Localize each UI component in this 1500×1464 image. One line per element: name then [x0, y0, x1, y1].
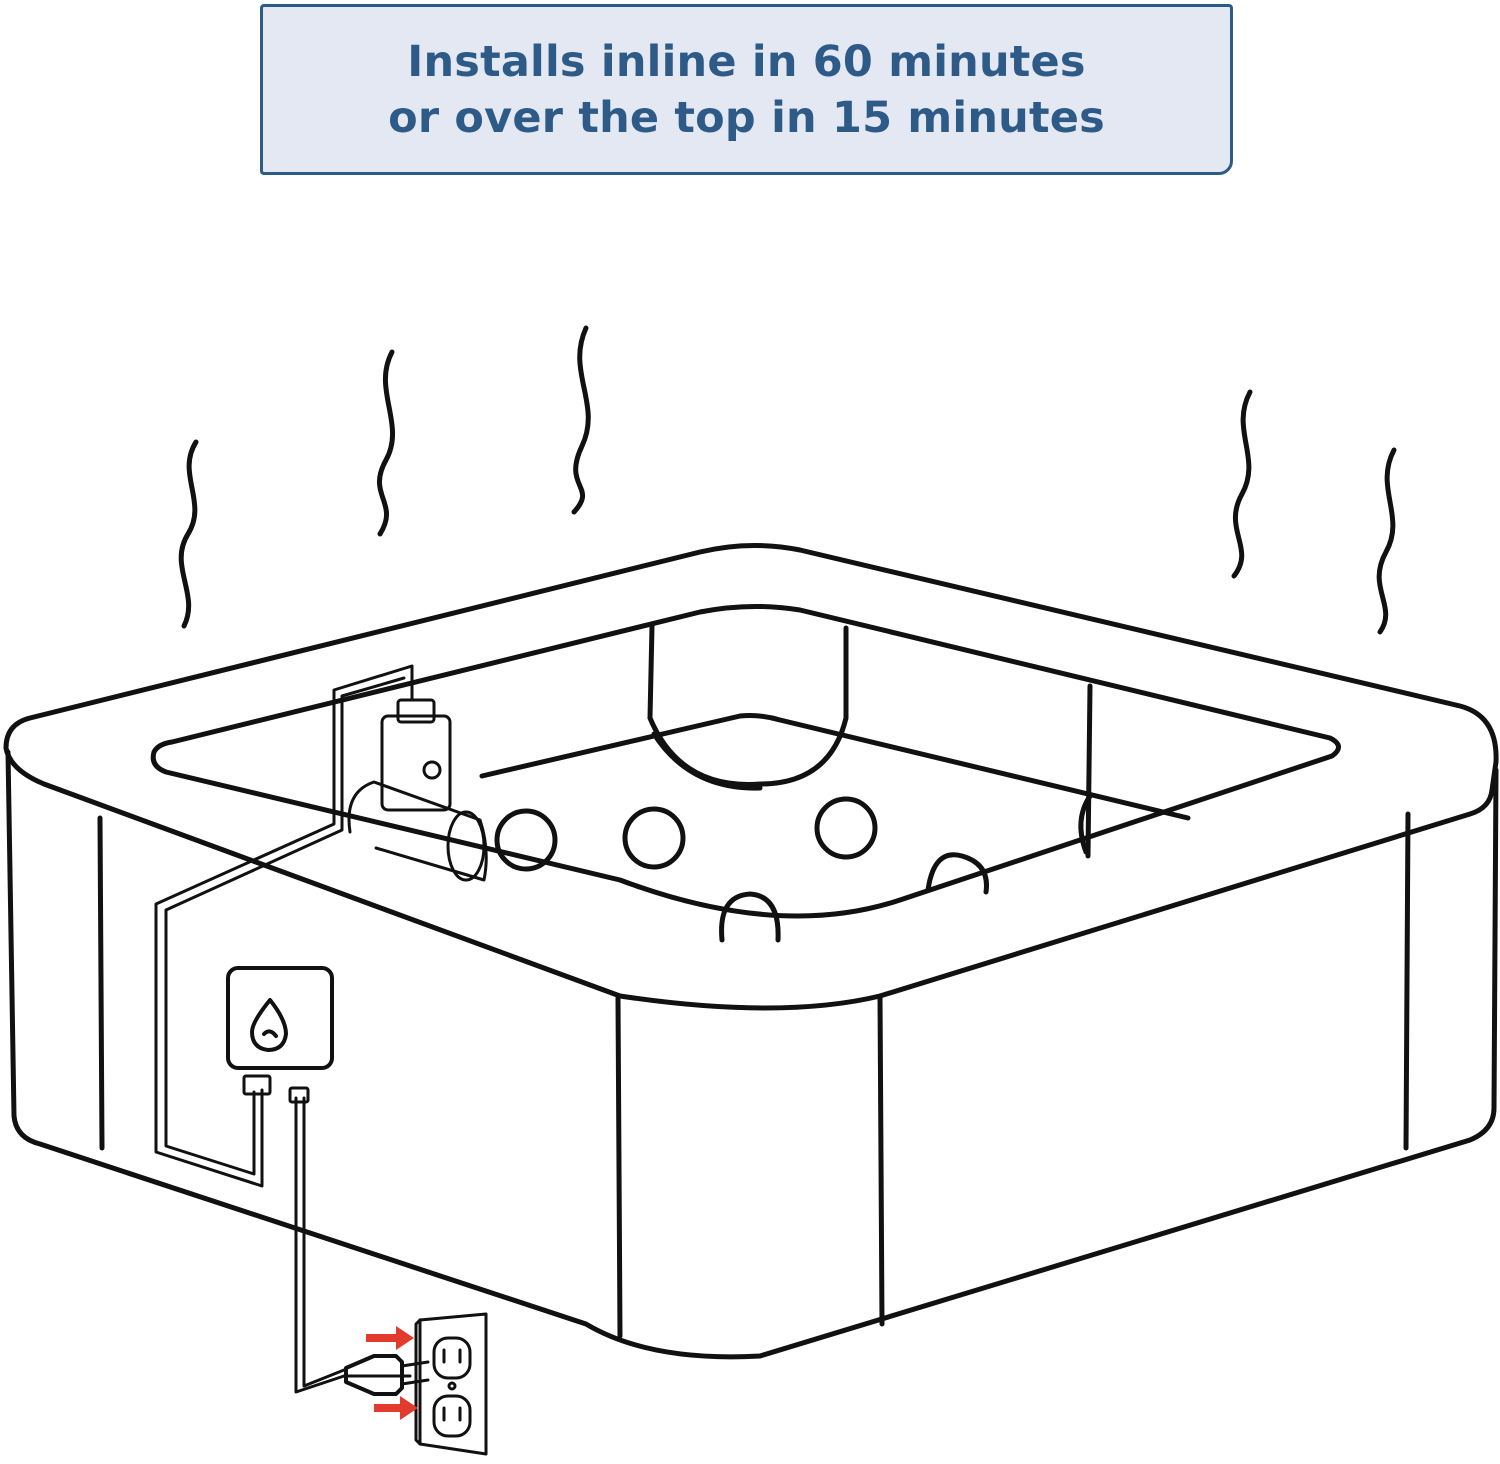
jet-5	[719, 891, 781, 943]
wall-seam-3	[877, 993, 885, 1327]
cables	[154, 664, 414, 1394]
corner-curve	[1078, 793, 1093, 855]
headline-banner: Installs inline in 60 minutes or over th…	[260, 4, 1233, 175]
steam-wave-3	[571, 325, 591, 515]
seat-front	[651, 731, 763, 791]
inner-rim	[150, 603, 1341, 919]
controller-port-left	[242, 1074, 272, 1096]
controller-port-right	[288, 1086, 310, 1104]
steam-wave-5	[1376, 447, 1397, 635]
headline-line-2: or over the top in 15 minutes	[388, 92, 1105, 143]
sensor-unit	[347, 674, 488, 882]
plug-arrows	[366, 1326, 418, 1420]
wall-outlet	[344, 1312, 488, 1456]
sensor-cable-inner	[164, 676, 406, 1176]
controller-box	[226, 966, 334, 1070]
outlet-top	[432, 1336, 472, 1380]
tub-interior	[150, 603, 1341, 943]
sensor-cap	[396, 698, 436, 724]
steam-lines	[178, 325, 1397, 635]
controller	[226, 966, 334, 1104]
arrow-right-icon	[374, 1396, 418, 1420]
outlet-bottom	[432, 1394, 472, 1438]
headline-line-1: Installs inline in 60 minutes	[407, 36, 1086, 87]
plug-prong-1	[400, 1360, 430, 1368]
plug-prong-2	[400, 1378, 430, 1386]
sensor-logo	[422, 760, 442, 780]
tub-body	[3, 542, 1499, 1360]
jet-3	[814, 796, 878, 860]
steam-wave-4	[1231, 389, 1253, 579]
corner-seam-1	[1085, 683, 1093, 859]
jet-2	[622, 806, 686, 870]
arrow-right-icon	[366, 1326, 414, 1350]
sensor-pipe	[347, 780, 488, 882]
wall-seam-2	[615, 995, 623, 1339]
sensor-pipe-end	[446, 810, 486, 882]
jet-1	[494, 808, 558, 872]
water-drop-icon	[250, 998, 288, 1052]
power-cable	[294, 1096, 412, 1394]
tub-outer-wall	[5, 749, 1499, 1360]
jet-4	[925, 852, 989, 895]
steam-wave-2	[376, 349, 396, 537]
sensor-cable	[154, 664, 414, 1188]
power-cable-inner	[302, 1096, 346, 1388]
steam-wave-1	[178, 439, 199, 629]
wall-seam-4	[1403, 811, 1411, 1151]
inner-floor-edge	[479, 713, 1191, 821]
outlet-screw	[447, 1381, 457, 1391]
outlet-plate-edge	[414, 1318, 422, 1446]
plug-body	[344, 1354, 404, 1396]
sensor-body	[380, 714, 452, 812]
wall-seam-1	[97, 815, 105, 1151]
